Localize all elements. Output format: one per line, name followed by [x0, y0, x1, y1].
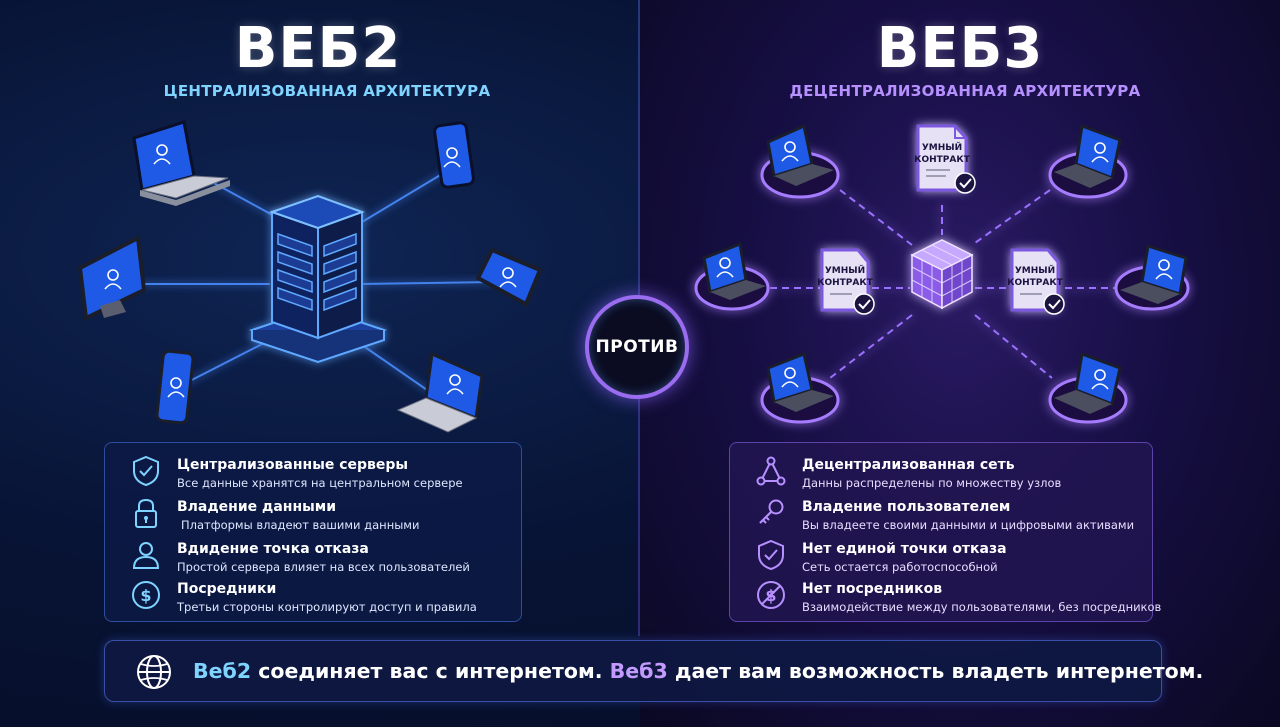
web2-features-panel: Централизованные серверы Все данные хран… — [104, 442, 522, 622]
laptop-icon-top-left — [132, 120, 230, 206]
phone-icon-top-right — [433, 121, 475, 189]
central-server-icon — [248, 194, 388, 364]
summary-text: Веб2 соединяет вас с интернетом. Веб3 да… — [193, 659, 1203, 683]
web3-feature-no-intermediaries: $ Нет посредников Взаимодействие между п… — [748, 579, 1161, 619]
svg-text:$: $ — [140, 586, 151, 605]
contract-label-left-2: КОНТРАКТ — [817, 278, 874, 288]
feature-desc: Простой сервера влияет на всех пользоват… — [177, 560, 470, 574]
web3-features-panel: Децентрализованная сеть Данны распределе… — [729, 442, 1161, 622]
web3-feature-no-point-of-failure: Нет единой точки отказа Сеть остается ра… — [748, 539, 1138, 579]
web3-feature-network: Децентрализованная сеть Данны распределе… — [748, 455, 1138, 495]
feature-desc: Взаимодействие между пользователями, без… — [802, 600, 1162, 614]
node-laptop-left — [694, 241, 770, 311]
globe-icon — [137, 655, 171, 689]
node-laptop-top-left — [760, 123, 840, 199]
web2-feature-point-of-failure: Вдидение точка отказа Простой сервера вл… — [123, 539, 513, 579]
summary-web3: Веб3 — [609, 659, 668, 683]
web2-subtitle: ЦЕНТРАЛИЗОВАННАЯ АРХИТЕКТУРА — [163, 82, 491, 100]
feature-title: Нет единой точки отказа — [802, 541, 1007, 557]
feature-desc: Третьи стороны контролируют доступ и пра… — [177, 600, 477, 614]
feature-desc: Данны распределены по множеству узлов — [802, 476, 1062, 490]
summary-part1: соединяет вас с интернетом. — [251, 659, 610, 683]
feature-desc: Все данные хранятся на центральном серве… — [177, 476, 463, 490]
web3-connection-lines — [770, 189, 1115, 379]
feature-desc: Сеть остается работоспособной — [802, 560, 998, 574]
contract-label-top-1: УМНЫЙ — [922, 141, 962, 153]
user-icon — [132, 542, 160, 569]
blockchain-cube-icon — [910, 239, 974, 310]
feature-title: Владение пользователем — [802, 499, 1011, 515]
feature-title: Владение данными — [177, 499, 337, 515]
web2-title: ВЕБ2 — [234, 16, 402, 81]
contract-label-right-1: УМНЫЙ — [1015, 264, 1055, 276]
key-icon — [759, 499, 784, 524]
no-dollar-icon: $ — [757, 581, 785, 609]
feature-title: Нет посредников — [802, 581, 943, 597]
monitor-icon-left — [77, 234, 147, 322]
feature-desc: Платформы владеют вашими данными — [181, 518, 420, 532]
web3-subtitle: ДЕЦЕНТРАЛИЗОВАННАЯ АРХИТЕКТУРА — [789, 82, 1141, 100]
node-laptop-bottom-left — [760, 351, 840, 424]
smart-contract-icon-left: УМНЫЙ КОНТРАКТ — [817, 248, 875, 315]
shield-check-icon — [758, 539, 784, 571]
summary-bar: Веб2 соединяет вас с интернетом. Веб3 да… — [104, 640, 1203, 702]
web2-feature-servers: Централизованные серверы Все данные хран… — [123, 455, 513, 495]
tablet-icon-right — [475, 247, 543, 307]
dollar-icon: $ — [132, 581, 160, 609]
web3-feature-user-ownership: Владение пользователем Вы владеете своим… — [748, 497, 1138, 537]
architecture-diagram: УМНЫЙ КОНТРАКТ УМНЫЙ КОНТРАКТ УМНЫЙ КОНТ… — [77, 120, 1190, 433]
network-triangle-icon — [756, 456, 786, 486]
node-laptop-right — [1114, 244, 1190, 311]
shield-check-icon — [133, 455, 159, 487]
feature-title: Централизованные серверы — [177, 457, 409, 473]
web3-title: ВЕБ3 — [876, 16, 1044, 81]
phone-icon-bottom-left — [155, 349, 195, 425]
padlock-icon — [135, 498, 157, 528]
feature-title: Вдидение точка отказа — [177, 541, 369, 557]
contract-label-right-2: КОНТРАКТ — [1007, 278, 1064, 288]
summary-part2: дает вам возможность владеть интернетом. — [667, 659, 1204, 683]
smart-contract-icon-top: УМНЫЙ КОНТРАКТ — [914, 124, 976, 194]
node-laptop-bottom-right — [1048, 351, 1128, 424]
summary-web2: Веб2 — [193, 659, 252, 683]
node-laptop-top-right — [1048, 123, 1128, 199]
contract-label-left-1: УМНЫЙ — [825, 264, 865, 276]
web2-feature-intermediaries: $ Посредники Третьи стороны контролируют… — [123, 579, 513, 619]
laptop-icon-bottom-right — [396, 351, 484, 433]
feature-title: Децентрализованная сеть — [802, 457, 1015, 473]
versus-badge: ПРОТИВ — [585, 295, 689, 399]
feature-desc: Вы владеете своими данными и цифровыми а… — [802, 518, 1135, 532]
smart-contract-icon-right: УМНЫЙ КОНТРАКТ — [1007, 248, 1065, 315]
contract-label-top-2: КОНТРАКТ — [914, 155, 971, 165]
feature-title: Посредники — [177, 581, 277, 597]
web2-feature-data-ownership: Владение данными Платформы владеют вашим… — [123, 497, 513, 537]
